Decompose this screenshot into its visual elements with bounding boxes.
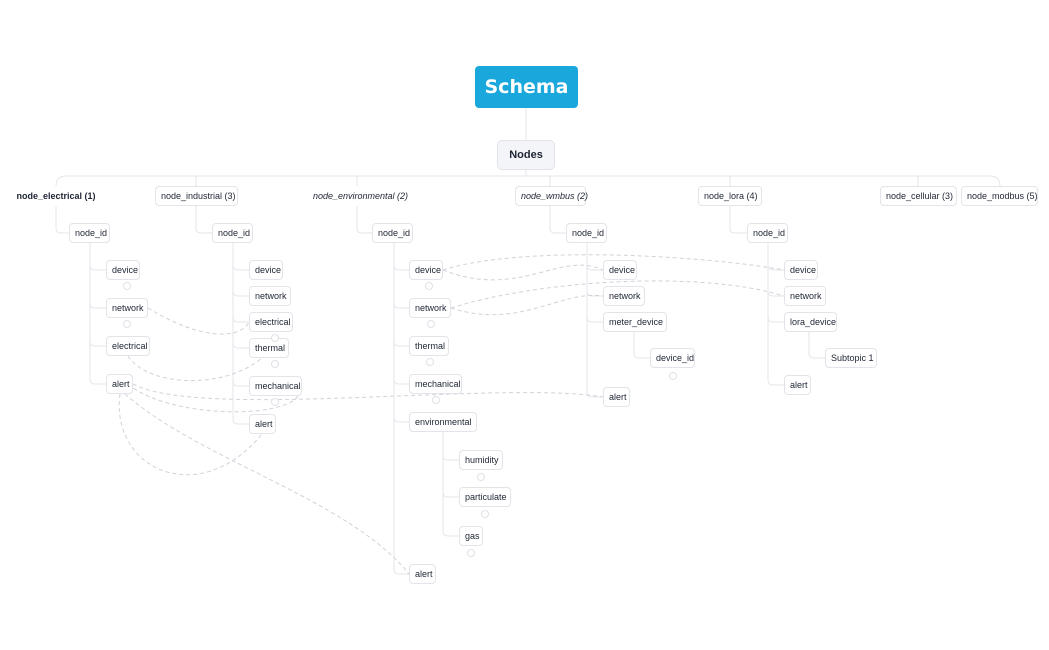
environmental-child-mechanical[interactable]: mechanical — [409, 374, 462, 394]
nodes-hub[interactable]: Nodes — [497, 140, 555, 170]
environmental-child-network[interactable]: network — [409, 298, 451, 318]
collapse-toggle-icon[interactable] — [477, 473, 485, 481]
connector-line — [633, 332, 650, 359]
wmbus-child-network[interactable]: network — [603, 286, 645, 306]
industrial-child-mechanical[interactable]: mechanical — [249, 376, 302, 396]
relation-connector — [450, 280, 785, 309]
collapse-toggle-icon[interactable] — [467, 549, 475, 557]
connector-line — [767, 243, 784, 386]
lora-child-lora-device[interactable]: lora_device — [784, 312, 837, 332]
wmbus-sub-device-id[interactable]: device_id — [650, 348, 695, 368]
lora-sub-subtopic-1[interactable]: Subtopic 1 — [825, 348, 877, 368]
connector-line — [89, 243, 106, 385]
connector-line — [442, 432, 459, 498]
collapse-toggle-icon[interactable] — [123, 282, 131, 290]
collapse-toggle-icon[interactable] — [432, 396, 440, 404]
connector-line — [767, 243, 784, 323]
connector-line — [195, 206, 212, 234]
wmbus-node-id[interactable]: node_id — [566, 223, 607, 243]
connector-line — [442, 432, 459, 461]
electrical-child-alert[interactable]: alert — [106, 374, 133, 394]
connector-line — [393, 243, 409, 309]
collapse-toggle-icon[interactable] — [669, 372, 677, 380]
connector-line — [586, 243, 603, 398]
industrial-child-device[interactable]: device — [249, 260, 283, 280]
connector-line — [89, 243, 106, 309]
electrical-child-device[interactable]: device — [106, 260, 140, 280]
relation-connector — [450, 294, 604, 316]
environmental-sub-gas[interactable]: gas — [459, 526, 483, 546]
lora-child-device[interactable]: device — [784, 260, 818, 280]
environmental-child-device[interactable]: device — [409, 260, 443, 280]
industrial-node-id[interactable]: node_id — [212, 223, 253, 243]
connector-line — [232, 243, 249, 271]
connector-line — [442, 432, 459, 537]
connector-line — [549, 206, 566, 234]
environmental-child-alert[interactable]: alert — [409, 564, 436, 584]
category-node-environmental[interactable]: node_environmental (2) — [313, 191, 409, 201]
environmental-sub-particulate[interactable]: particulate — [459, 487, 511, 507]
collapse-toggle-icon[interactable] — [425, 282, 433, 290]
relation-connector — [127, 347, 272, 381]
relation-connector — [442, 254, 785, 271]
root-node-schema[interactable]: Schema — [475, 66, 578, 108]
connector-line — [393, 243, 409, 271]
environmental-node-id[interactable]: node_id — [372, 223, 413, 243]
lora-child-network[interactable]: network — [784, 286, 826, 306]
wmbus-child-alert[interactable]: alert — [603, 387, 630, 407]
collapse-toggle-icon[interactable] — [123, 320, 131, 328]
connector-line — [89, 243, 106, 271]
connector-line — [729, 206, 747, 234]
connector-line — [55, 175, 1001, 187]
category-node-modbus[interactable]: node_modbus (5) — [961, 186, 1038, 206]
environmental-child-thermal[interactable]: thermal — [409, 336, 449, 356]
industrial-child-network[interactable]: network — [249, 286, 291, 306]
environmental-sub-humidity[interactable]: humidity — [459, 450, 503, 470]
collapse-toggle-icon[interactable] — [426, 358, 434, 366]
connector-line — [808, 332, 825, 359]
relation-connector — [147, 307, 250, 335]
collapse-toggle-icon[interactable] — [271, 334, 279, 342]
industrial-child-alert[interactable]: alert — [249, 414, 276, 434]
lora-node-id[interactable]: node_id — [747, 223, 788, 243]
category-node-lora[interactable]: node_lora (4) — [698, 186, 762, 206]
category-node-wmbus[interactable]: node_wmbus (2) — [515, 186, 588, 206]
electrical-child-electrical[interactable]: electrical — [106, 336, 150, 356]
wmbus-child-meter-device[interactable]: meter_device — [603, 312, 667, 332]
connector-line — [89, 243, 106, 347]
connector-line — [356, 206, 372, 234]
connector-line — [393, 243, 409, 347]
category-node-industrial[interactable]: node_industrial (3) — [155, 186, 238, 206]
connector-line — [393, 243, 409, 575]
category-node-cellular[interactable]: node_cellular (3) — [880, 186, 957, 206]
category-node-electrical[interactable]: node_electrical (1) — [16, 191, 96, 201]
collapse-toggle-icon[interactable] — [427, 320, 435, 328]
connector-line — [55, 206, 69, 234]
lora-child-alert[interactable]: alert — [784, 375, 811, 395]
relation-connector — [442, 264, 604, 281]
collapse-toggle-icon[interactable] — [271, 360, 279, 368]
collapse-toggle-icon[interactable] — [481, 510, 489, 518]
industrial-child-thermal[interactable]: thermal — [249, 338, 289, 358]
electrical-node-id[interactable]: node_id — [69, 223, 110, 243]
industrial-child-electrical[interactable]: electrical — [249, 312, 293, 332]
electrical-child-network[interactable]: network — [106, 298, 148, 318]
relation-connector — [127, 383, 301, 413]
connector-line — [232, 243, 249, 425]
wmbus-child-device[interactable]: device — [603, 260, 637, 280]
connector-line — [767, 243, 784, 271]
connector-line — [232, 243, 249, 387]
environmental-child-environmental[interactable]: environmental — [409, 412, 477, 432]
relation-connector — [118, 393, 263, 476]
connector-line — [232, 243, 249, 323]
collapse-toggle-icon[interactable] — [271, 398, 279, 406]
connector-line — [393, 243, 409, 385]
relation-connector — [132, 383, 604, 401]
